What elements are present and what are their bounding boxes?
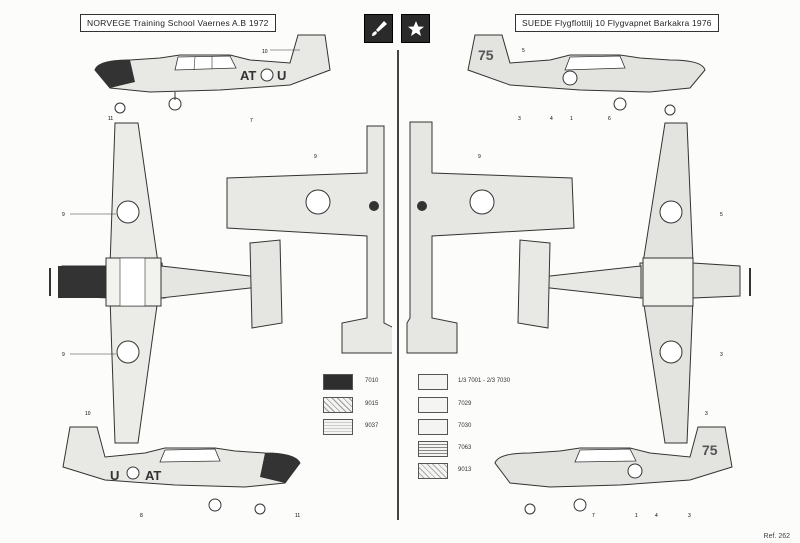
legend-swatch [418, 397, 448, 413]
legend-label: 9037 [365, 423, 379, 429]
code-text: 75 [702, 442, 718, 458]
icon-group [364, 14, 430, 43]
code-text: 75 [478, 47, 494, 63]
norway-side-profile-lower: U AT 10 11 8 [62, 411, 301, 519]
code-text: AT [145, 468, 161, 483]
callout: 10 [262, 49, 268, 55]
star-icon [401, 14, 430, 43]
callout: 5 [522, 48, 525, 54]
legend-label: 1/3 7001 - 2/3 7030 [458, 378, 511, 384]
callout: 3 [720, 352, 723, 358]
legend-label: 7030 [458, 423, 472, 429]
legend-label: 7029 [458, 401, 472, 407]
right-title: SUEDE Flygflottilj 10 Flygvapnet Barkakr… [515, 14, 719, 32]
callout: 6 [608, 116, 611, 122]
callout: 3 [705, 411, 708, 417]
legend-label: 7010 [365, 378, 379, 384]
legend-swatch [418, 463, 448, 479]
legend-swatch [323, 419, 353, 435]
norway-top-view: 9 9 [49, 122, 283, 444]
callout: 3 [688, 513, 691, 519]
callout: 1 [570, 116, 573, 122]
norway-side-profile: AT U 10 11 7 [94, 34, 331, 124]
callout: 9 [62, 352, 65, 358]
callout: 9 [478, 154, 481, 160]
left-title: NORVEGE Training School Vaernes A.B 1972 [80, 14, 276, 32]
legend-swatch [418, 441, 448, 457]
callout: 7 [592, 513, 595, 519]
norway-underside-view: 9 [226, 125, 392, 354]
callout: 3 [518, 116, 521, 122]
code-text: U [110, 468, 119, 483]
legend-label: 7063 [458, 445, 472, 451]
page-divider [397, 50, 399, 520]
brush-icon [364, 14, 393, 43]
legend-label: 9013 [458, 467, 472, 473]
callout: 4 [550, 116, 553, 122]
callout: 5 [720, 212, 723, 218]
legend-swatch [418, 374, 448, 390]
callout: 11 [108, 116, 113, 122]
callout: 9 [62, 212, 65, 218]
callout: 9 [314, 154, 317, 160]
callout: 10 [85, 411, 91, 417]
callout: 8 [140, 513, 143, 519]
code-text: AT [240, 68, 256, 83]
callout: 11 [295, 513, 300, 519]
reference-number: Ref. 262 [763, 533, 790, 540]
legend-swatch [323, 397, 353, 413]
sweden-side-profile: 75 5 3 4 1 6 [467, 34, 706, 122]
legend-swatch [418, 419, 448, 435]
callout: 7 [250, 118, 253, 124]
sweden-side-profile-lower: 75 3 7 1 4 3 [494, 411, 733, 519]
callout: 4 [655, 513, 658, 519]
callout: 1 [635, 513, 638, 519]
sweden-underside-view: 9 [406, 121, 575, 354]
legend-label: 9015 [365, 401, 379, 407]
code-text: U [277, 68, 286, 83]
legend-swatch [323, 374, 353, 390]
sweden-top-view: 5 3 [517, 122, 751, 444]
